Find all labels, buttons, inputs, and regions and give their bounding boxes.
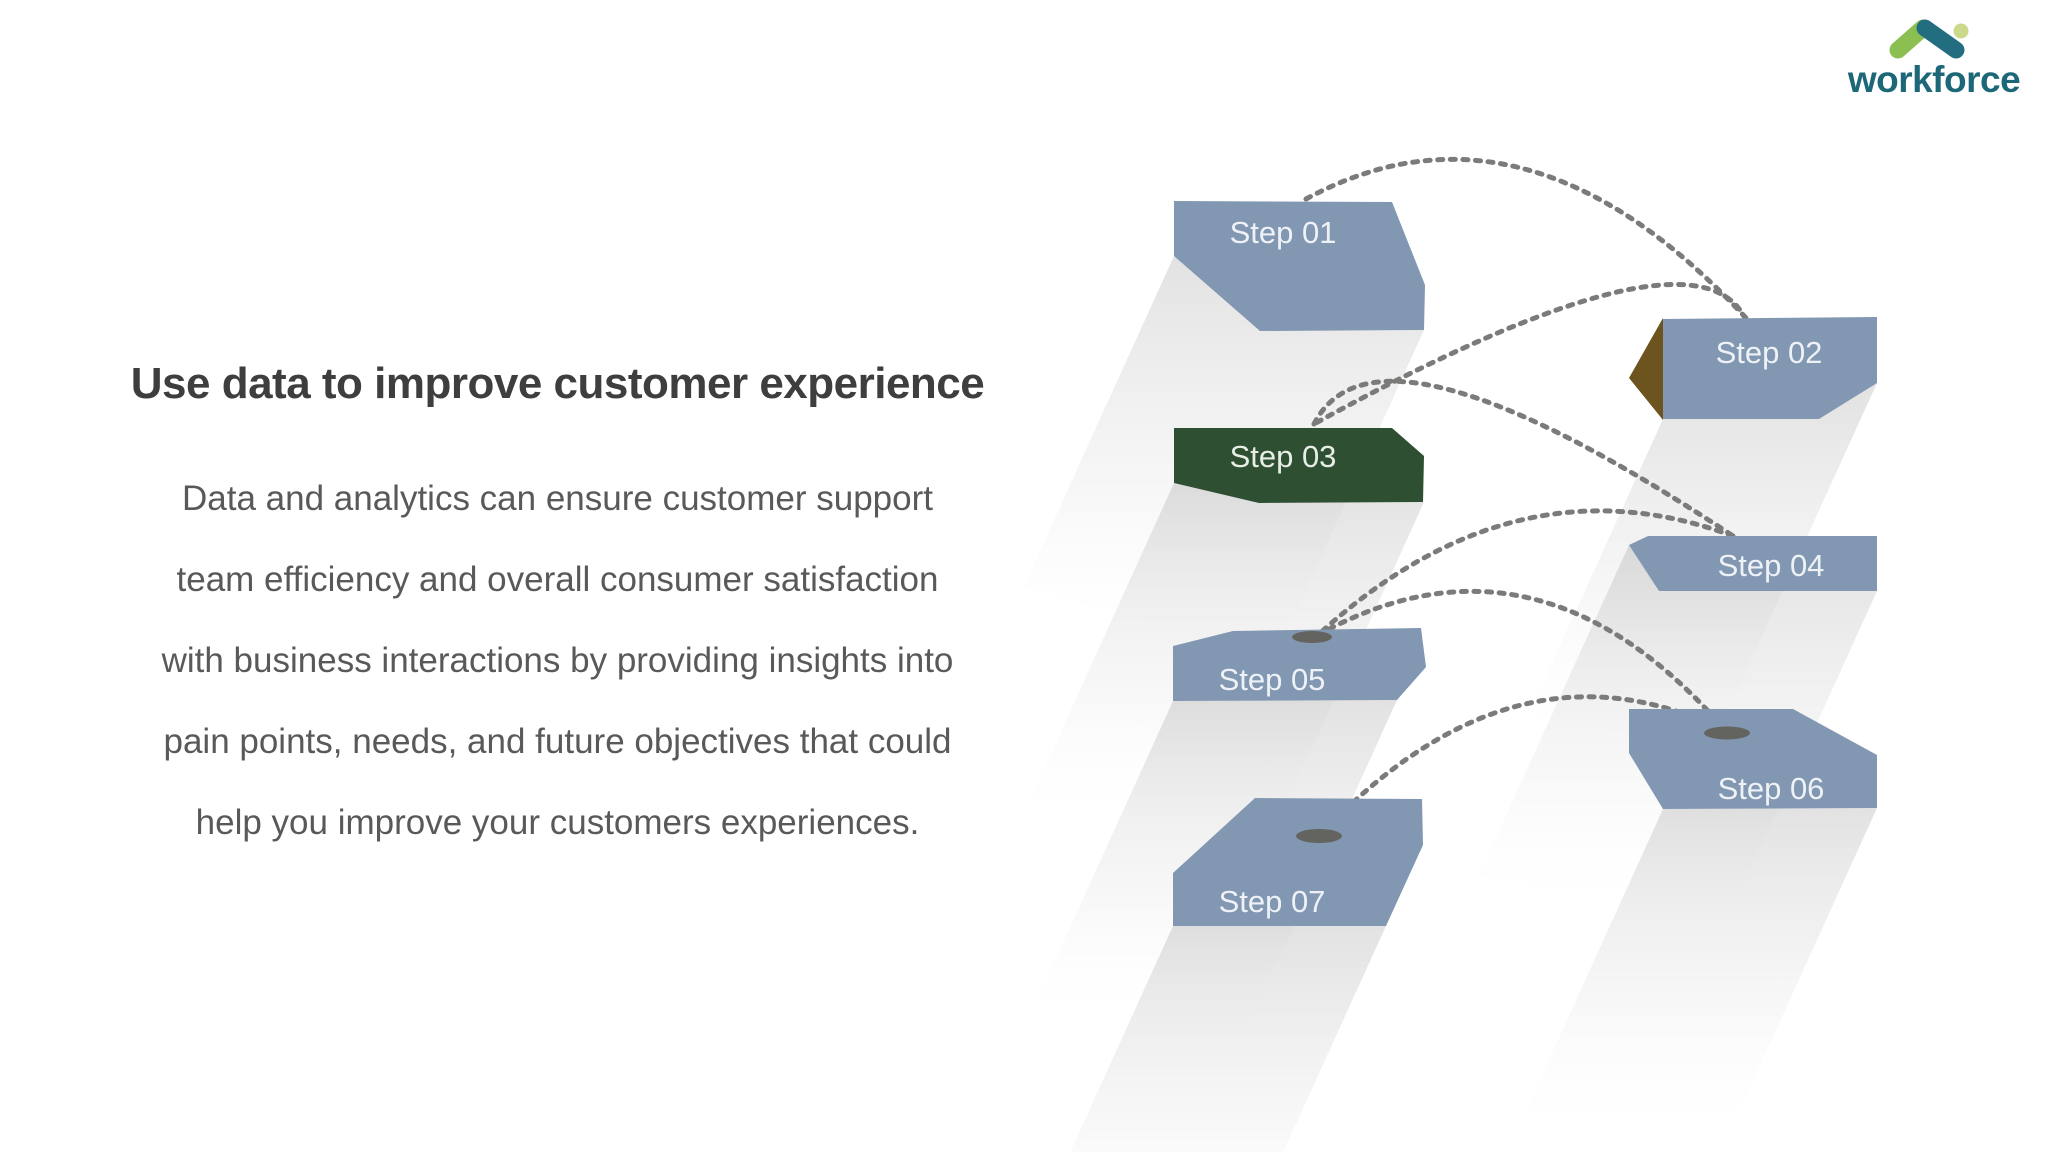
step-shape-06 xyxy=(1629,709,1877,809)
arc-arrowheads xyxy=(1292,631,1750,843)
step-shape-02-fold xyxy=(1629,318,1663,420)
workforce-logo-mark-icon xyxy=(1889,19,1969,59)
step-labels: Step 01 Step 02 Step 03 Step 04 Step 05 … xyxy=(1219,215,1825,919)
connector-arc-step05-step06 xyxy=(1315,588,1730,735)
step-shape-05 xyxy=(1173,628,1426,701)
step-label-04: Step 04 xyxy=(1718,548,1825,583)
workforce-logo-graphic: workforce xyxy=(1847,19,2021,100)
body-line: team efficiency and overall consumer sat… xyxy=(176,560,939,599)
body-line: help you improve your customers experien… xyxy=(195,803,920,842)
step-shape-01 xyxy=(1174,201,1425,331)
step-label-02: Step 02 xyxy=(1716,335,1823,370)
arrowhead-ellipse-step06 xyxy=(1704,726,1750,740)
step-label-01: Step 01 xyxy=(1230,215,1337,250)
shadow-step-07 xyxy=(1070,926,1386,1152)
connector-arcs xyxy=(1303,156,1749,838)
page-title: Use data to improve customer experience xyxy=(130,359,985,409)
step-label-07: Step 07 xyxy=(1219,884,1326,919)
workforce-logo: workforce xyxy=(1828,12,2040,104)
step-label-03: Step 03 xyxy=(1230,439,1337,474)
connector-arc-step01-step02 xyxy=(1303,156,1749,321)
step-shape-02 xyxy=(1663,317,1877,419)
step-shape-04 xyxy=(1629,536,1877,591)
logo-mark-teal-stroke xyxy=(1916,19,1965,59)
body-paragraph: Data and analytics can ensure customer s… xyxy=(75,458,1040,863)
workforce-logo-text: workforce xyxy=(1847,59,2020,100)
body-line: with business interactions by providing … xyxy=(161,641,954,680)
logo-mark-dot xyxy=(1953,23,1969,39)
arrowhead-ellipse-step07 xyxy=(1296,829,1342,843)
connector-arc-step04-step05 xyxy=(1315,508,1736,638)
step-shapes xyxy=(1173,201,1877,926)
shadow-step-06 xyxy=(1513,808,1877,1139)
step-shape-03 xyxy=(1174,428,1424,503)
step-label-06: Step 06 xyxy=(1718,771,1825,806)
body-line: pain points, needs, and future objective… xyxy=(163,722,952,761)
connector-arc-step02-step03 xyxy=(1311,281,1749,427)
body-line: Data and analytics can ensure customer s… xyxy=(182,479,933,518)
arrowhead-ellipse-step05 xyxy=(1292,631,1332,643)
step-label-05: Step 05 xyxy=(1219,662,1326,697)
connector-arc-step03-step04 xyxy=(1311,378,1736,539)
step-shape-07 xyxy=(1173,798,1423,926)
